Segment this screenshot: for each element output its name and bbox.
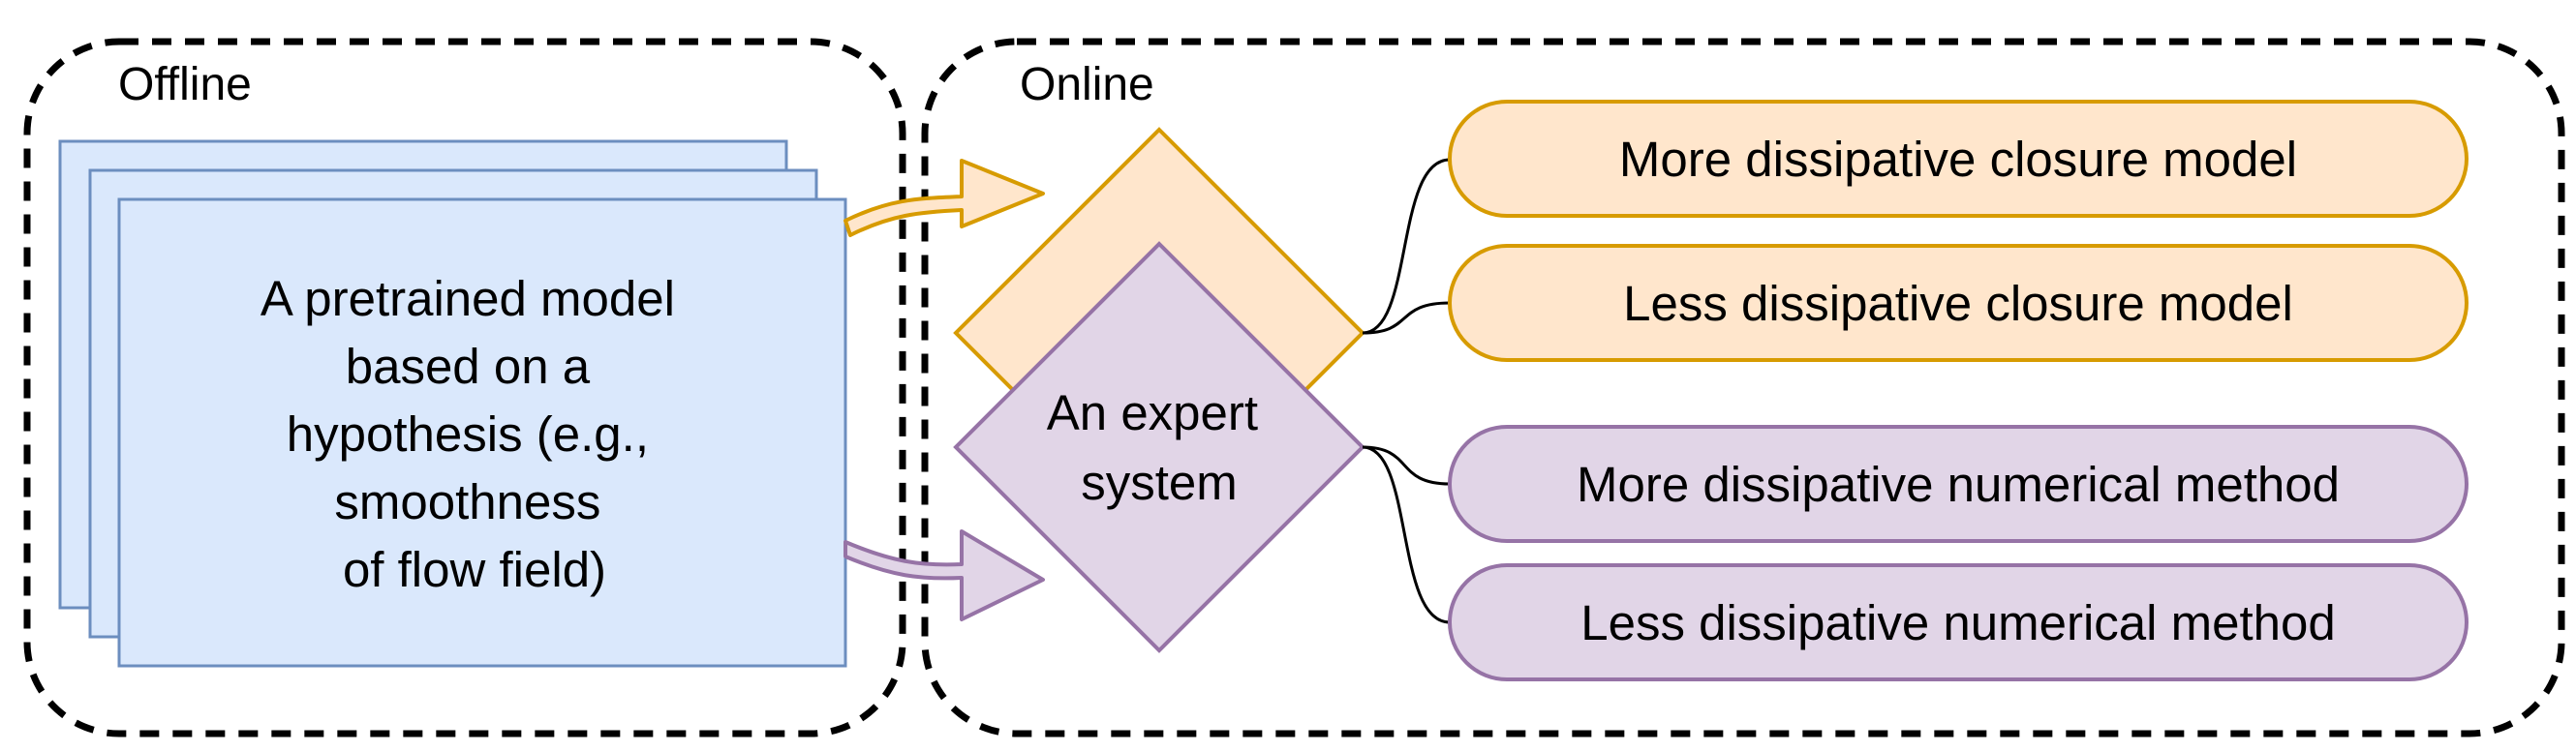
online-label: Online <box>1020 59 1154 110</box>
expert-line-2: system <box>1081 455 1238 510</box>
connector-closure-less <box>1362 301 1451 335</box>
model-card-front[interactable] <box>117 197 847 668</box>
offline-group <box>23 38 906 737</box>
model-line-3: hypothesis (e.g., <box>287 406 649 462</box>
option-less-dissipative-closure-label: Less dissipative closure model <box>1623 276 2293 331</box>
connector-numerical-more <box>1362 445 1451 486</box>
option-less-dissipative-numerical[interactable] <box>1448 563 2469 681</box>
option-more-dissipative-closure[interactable] <box>1448 100 2469 218</box>
option-less-dissipative-closure[interactable] <box>1448 244 2469 362</box>
expert-system-diamond[interactable] <box>953 241 1365 653</box>
model-line-4: smoothness <box>334 474 600 529</box>
option-less-dissipative-numerical-label: Less dissipative numerical method <box>1580 595 2336 650</box>
arrow-to-closure-model <box>843 159 1045 237</box>
model-line-5: of flow field) <box>343 542 606 597</box>
model-line-1: A pretrained model <box>261 271 675 326</box>
option-more-dissipative-numerical[interactable] <box>1448 425 2469 543</box>
option-more-dissipative-closure-label: More dissipative closure model <box>1619 132 2297 187</box>
offline-label: Offline <box>118 59 252 110</box>
online-group <box>921 38 2565 737</box>
expert-line-1: An expert <box>1047 385 1258 440</box>
arrow-to-numerical-method <box>843 529 1045 621</box>
model-line-2: based on a <box>346 339 591 394</box>
connector-closure-more <box>1362 158 1451 335</box>
expert-system-text: An expert system <box>1047 385 1272 510</box>
connector-numerical-less <box>1362 445 1451 624</box>
model-card-text: A pretrained model based on a hypothesis… <box>261 271 689 597</box>
option-more-dissipative-numerical-label: More dissipative numerical method <box>1577 457 2340 512</box>
